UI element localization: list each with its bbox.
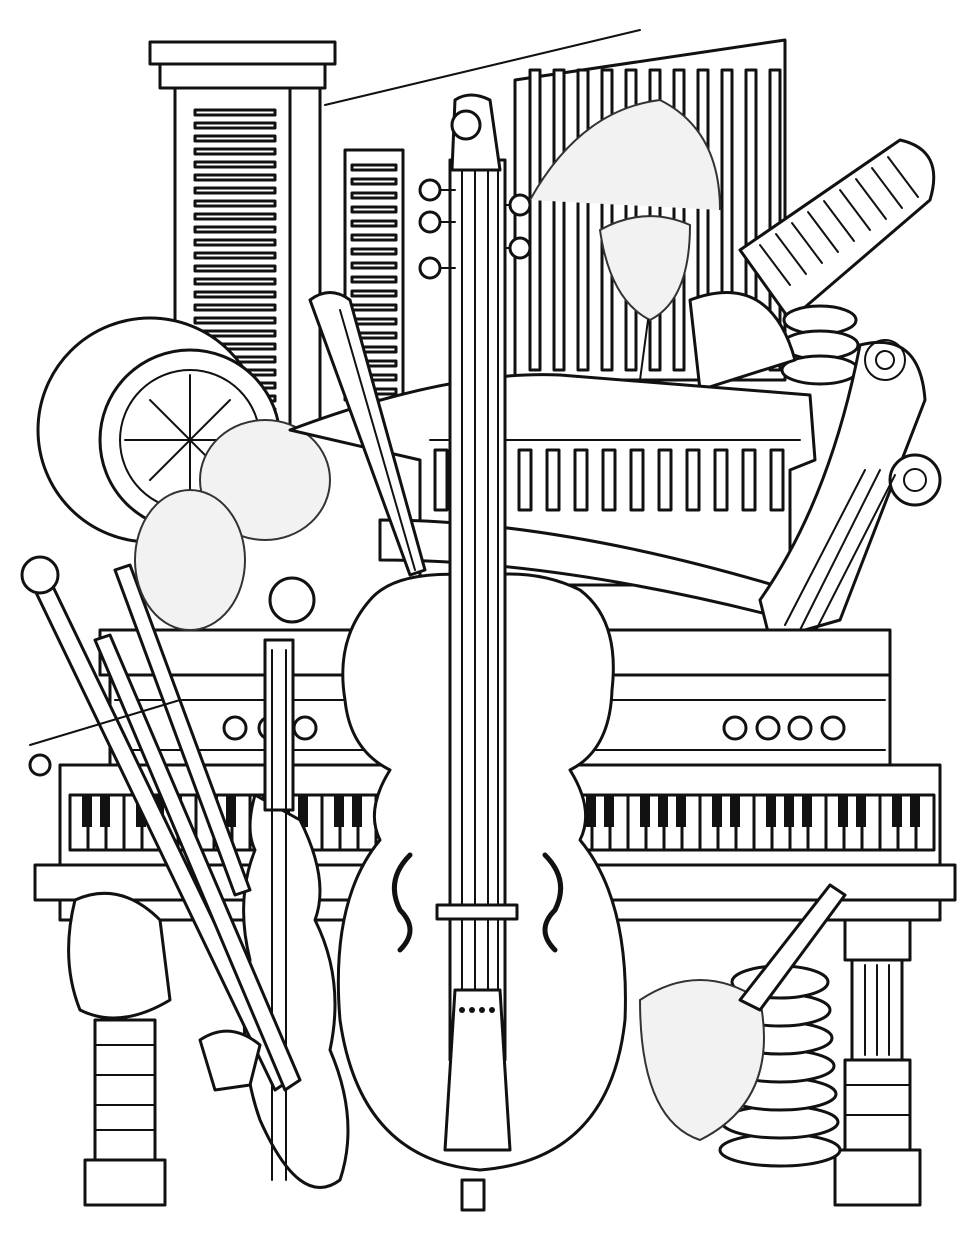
black-key: [892, 795, 902, 827]
slat: [602, 70, 612, 370]
slat: [352, 235, 396, 240]
slat: [352, 305, 396, 310]
piano-dot: [294, 717, 316, 739]
black-key: [640, 795, 650, 827]
slat: [352, 249, 396, 254]
slat: [352, 319, 396, 324]
ornamental-scroll: [760, 340, 940, 640]
arch-bar: [631, 450, 643, 510]
arch-bar: [519, 450, 531, 510]
piano-leg-left: [85, 1020, 165, 1205]
slat: [195, 266, 275, 271]
key-line: [776, 234, 806, 274]
black-key: [856, 795, 866, 827]
slat: [352, 207, 396, 212]
key-line: [792, 223, 822, 263]
key-line: [856, 179, 886, 219]
slat: [195, 162, 275, 167]
scroll-keyboard: [740, 140, 934, 320]
arch-bar: [575, 450, 587, 510]
black-key: [676, 795, 686, 827]
slat: [195, 292, 275, 297]
slat: [352, 179, 396, 184]
black-key: [658, 795, 668, 827]
black-key: [802, 795, 812, 827]
slat: [195, 305, 275, 310]
slat: [352, 263, 396, 268]
arch-bar: [435, 450, 447, 510]
key-line: [808, 212, 838, 252]
arch-bar: [743, 450, 755, 510]
piano-leg-right: [835, 920, 920, 1205]
black-key: [334, 795, 344, 827]
arch-bar: [687, 450, 699, 510]
black-key: [712, 795, 722, 827]
slat: [195, 279, 275, 284]
black-key: [82, 795, 92, 827]
slat: [195, 227, 275, 232]
cello-bow: [310, 293, 425, 576]
slat: [770, 70, 780, 370]
slat: [195, 110, 275, 115]
violin-left: [244, 578, 348, 1188]
goblet: [530, 100, 720, 380]
slat: [195, 123, 275, 128]
slat: [195, 253, 275, 258]
black-key: [604, 795, 614, 827]
piano-dot: [224, 717, 246, 739]
key-line: [824, 201, 854, 241]
slat: [195, 175, 275, 180]
black-key: [784, 795, 794, 827]
black-key: [100, 795, 110, 827]
slat: [352, 221, 396, 226]
black-key: [910, 795, 920, 827]
arch-bar: [715, 450, 727, 510]
piano-dot: [822, 717, 844, 739]
black-key: [298, 795, 308, 827]
key-line: [760, 245, 790, 285]
stacked-discs: [640, 885, 845, 1166]
key-line: [840, 190, 870, 230]
arch-bar: [659, 450, 671, 510]
slat: [195, 136, 275, 141]
black-key: [226, 795, 236, 827]
slat: [352, 165, 396, 170]
slat: [195, 149, 275, 154]
cello: [338, 95, 625, 1210]
slat: [352, 291, 396, 296]
piano-dot: [724, 717, 746, 739]
arch-bar: [771, 450, 783, 510]
slat: [195, 214, 275, 219]
slat: [530, 70, 540, 370]
bow-and-harp-left: [22, 490, 300, 1090]
piano-dot: [757, 717, 779, 739]
black-key: [730, 795, 740, 827]
slat: [352, 193, 396, 198]
key-line: [888, 157, 918, 197]
key-line: [872, 168, 902, 208]
slat: [195, 201, 275, 206]
slat: [554, 70, 564, 370]
slat: [195, 240, 275, 245]
black-key: [766, 795, 776, 827]
arch-bar: [603, 450, 615, 510]
piano-dot: [789, 717, 811, 739]
black-key: [352, 795, 362, 827]
black-key: [586, 795, 596, 827]
arch-bar: [547, 450, 559, 510]
black-key: [838, 795, 848, 827]
slat: [195, 318, 275, 323]
slat: [578, 70, 588, 370]
slat: [352, 277, 396, 282]
drum-stack-top: [690, 293, 858, 391]
slat: [195, 188, 275, 193]
